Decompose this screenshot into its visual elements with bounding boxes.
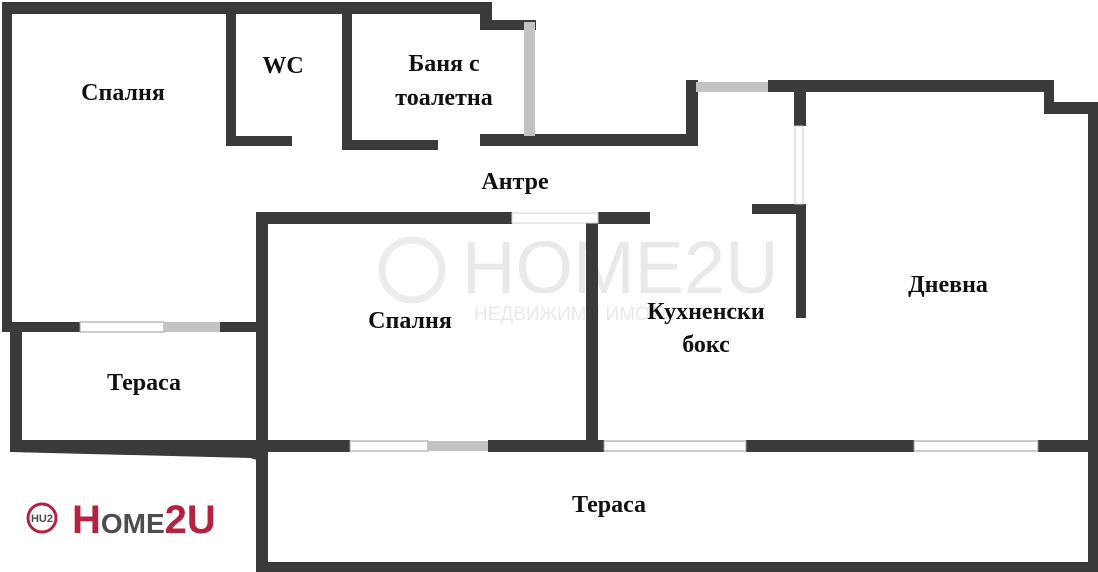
label-living-room: Дневна bbox=[908, 272, 988, 298]
label-bedroom-2: Спалня bbox=[368, 308, 452, 334]
window-terrace-small-right bbox=[164, 322, 220, 332]
wall-living-left bbox=[796, 204, 806, 318]
room-labels: Спалня WC Баня с тоалетна Антре Спалня К… bbox=[81, 51, 988, 518]
wall-bedroom2-right bbox=[586, 222, 598, 448]
label-terrace-small: Тераса bbox=[107, 370, 181, 396]
wall-right bbox=[1088, 102, 1098, 572]
label-bathroom-line-2: тоалетна bbox=[395, 85, 492, 111]
label-bathroom-line-1: Баня с bbox=[408, 51, 480, 77]
wall-south bbox=[746, 440, 914, 452]
window-south-kitchen bbox=[603, 440, 747, 452]
wall-living-partial bbox=[794, 88, 806, 126]
watermark-tagline: НЕДВИЖИМИ ИМОТИ bbox=[474, 304, 675, 325]
wall bbox=[1044, 80, 1054, 114]
wall bbox=[1044, 102, 1098, 114]
wall-big-terrace-bottom bbox=[256, 562, 1098, 572]
wall-south bbox=[488, 440, 604, 452]
label-wc: WC bbox=[262, 53, 303, 79]
window-south-living bbox=[913, 440, 1039, 452]
wall bbox=[686, 80, 698, 146]
wall-big-terrace-left bbox=[256, 446, 268, 572]
wall bbox=[480, 20, 536, 30]
door-bedroom2 bbox=[511, 212, 599, 224]
logo-h: H bbox=[72, 498, 101, 542]
wall-bath-bottom-right bbox=[480, 134, 696, 146]
logo-2u: 2U bbox=[165, 498, 216, 542]
wall-wc-left bbox=[226, 2, 236, 146]
label-kitchenette-line-1: Кухненски bbox=[647, 299, 765, 325]
wall bbox=[686, 80, 696, 92]
wall-left bbox=[2, 2, 12, 332]
watermark-emblem bbox=[378, 236, 446, 304]
wall-bath-left bbox=[342, 2, 352, 150]
logo-badge-ring bbox=[26, 502, 58, 534]
door-living bbox=[794, 125, 804, 205]
wall-south bbox=[1038, 440, 1098, 452]
window-hall-top bbox=[696, 82, 768, 92]
label-hallway: Антре bbox=[481, 169, 549, 195]
wall-bedroom2-top bbox=[256, 212, 512, 224]
logo-wordmark: HOME2U bbox=[72, 498, 216, 542]
wall-terrace-left bbox=[10, 330, 22, 450]
wall bbox=[220, 322, 266, 332]
wall-top-right bbox=[768, 80, 1054, 92]
wall-wc-bottom bbox=[226, 136, 292, 146]
wall bbox=[2, 322, 80, 332]
wall-south bbox=[256, 440, 350, 452]
wall-top bbox=[2, 2, 490, 14]
label-terrace-large: Тераса bbox=[572, 492, 646, 518]
window-bath bbox=[524, 22, 535, 136]
watermark: HOME2U НЕДВИЖИМИ ИМОТИ bbox=[378, 226, 779, 325]
label-kitchenette-line-2: бокс bbox=[682, 332, 730, 358]
label-bedroom-1: Спалня bbox=[81, 80, 165, 106]
window-south-bedroom-right bbox=[428, 441, 488, 451]
window-terrace-small-left bbox=[79, 321, 165, 333]
watermark-brand: HOME2U bbox=[462, 226, 779, 309]
wall-stub bbox=[752, 204, 806, 214]
logo-badge: HU2 bbox=[31, 513, 53, 525]
window-south-bedroom-left bbox=[349, 440, 429, 452]
wall-terrace-bottom bbox=[10, 440, 264, 462]
windows bbox=[79, 22, 1039, 452]
brand-logo: HU2 HOME2U bbox=[26, 498, 216, 542]
wall-bath-bottom bbox=[342, 140, 438, 150]
wall-kitchen-top bbox=[598, 212, 650, 224]
logo-ome: OME bbox=[101, 508, 165, 539]
